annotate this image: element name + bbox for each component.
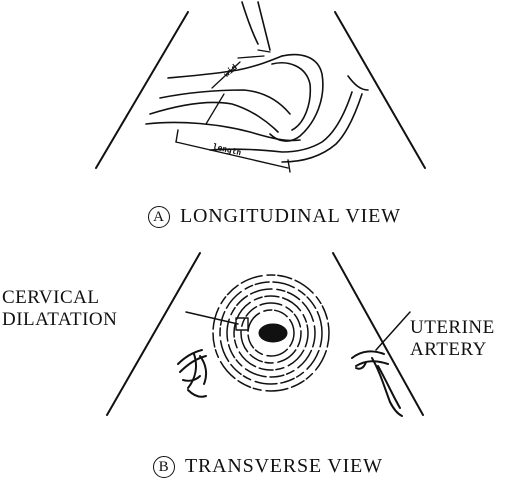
badge-a: A	[148, 206, 170, 228]
uterine-label-line1: UTERINE	[410, 317, 495, 339]
cervical-dilatation-label: CERVICAL DILATATION	[2, 287, 117, 331]
uterine-artery-leader	[376, 312, 410, 350]
badge-b: B	[153, 456, 175, 478]
left-vessel	[178, 350, 206, 397]
uterine-artery-label: UTERINE ARTERY	[410, 317, 495, 361]
uterine-label-line2: ARTERY	[410, 339, 495, 361]
longitudinal-caption-row: A LONGITUDINAL VIEW	[148, 205, 401, 228]
longitudinal-caption: LONGITUDINAL VIEW	[180, 205, 401, 227]
cervical-label-line2: DILATATION	[2, 309, 117, 331]
longitudinal-sector	[96, 12, 425, 168]
cervical-dilatation-leader	[186, 312, 238, 324]
transverse-caption: TRANSVERSE VIEW	[185, 455, 383, 477]
cervical-label-line1: CERVICAL	[2, 287, 117, 309]
right-vessel	[352, 351, 402, 416]
cervical-canal	[259, 324, 287, 342]
transverse-caption-row: B TRANSVERSE VIEW	[153, 455, 383, 478]
